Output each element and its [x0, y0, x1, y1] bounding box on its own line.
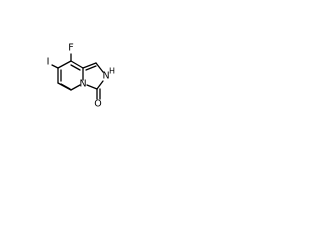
bond-c8a-c1: [82, 62, 97, 69]
bond-c3-n4: [86, 84, 98, 90]
molecule-canvas: F I N N H O: [0, 0, 152, 152]
bond-c1-c1-inner: [85, 65, 97, 71]
nitrogen-bridge-label: N: [79, 79, 86, 90]
bond-c6-c5-inner: [60, 83, 71, 90]
bond-c7-i: [51, 64, 59, 69]
bond-c8-c7: [57, 60, 72, 69]
bond-c8a-c8-inner: [70, 64, 81, 71]
nh-hydrogen-label: H: [109, 67, 115, 76]
bond-c8a-c8: [70, 60, 84, 69]
iodine-label: I: [47, 57, 50, 68]
bond-n2-c3: [96, 80, 104, 90]
bond-c5-n4: [70, 84, 81, 91]
structure-diagram: F I N N H O: [47, 43, 115, 110]
carbonyl-oxygen-label: O: [94, 99, 101, 110]
fluorine-label: F: [68, 43, 73, 54]
nitrogen-nh-label: N: [102, 71, 109, 82]
bond-c1-n2: [95, 62, 104, 73]
